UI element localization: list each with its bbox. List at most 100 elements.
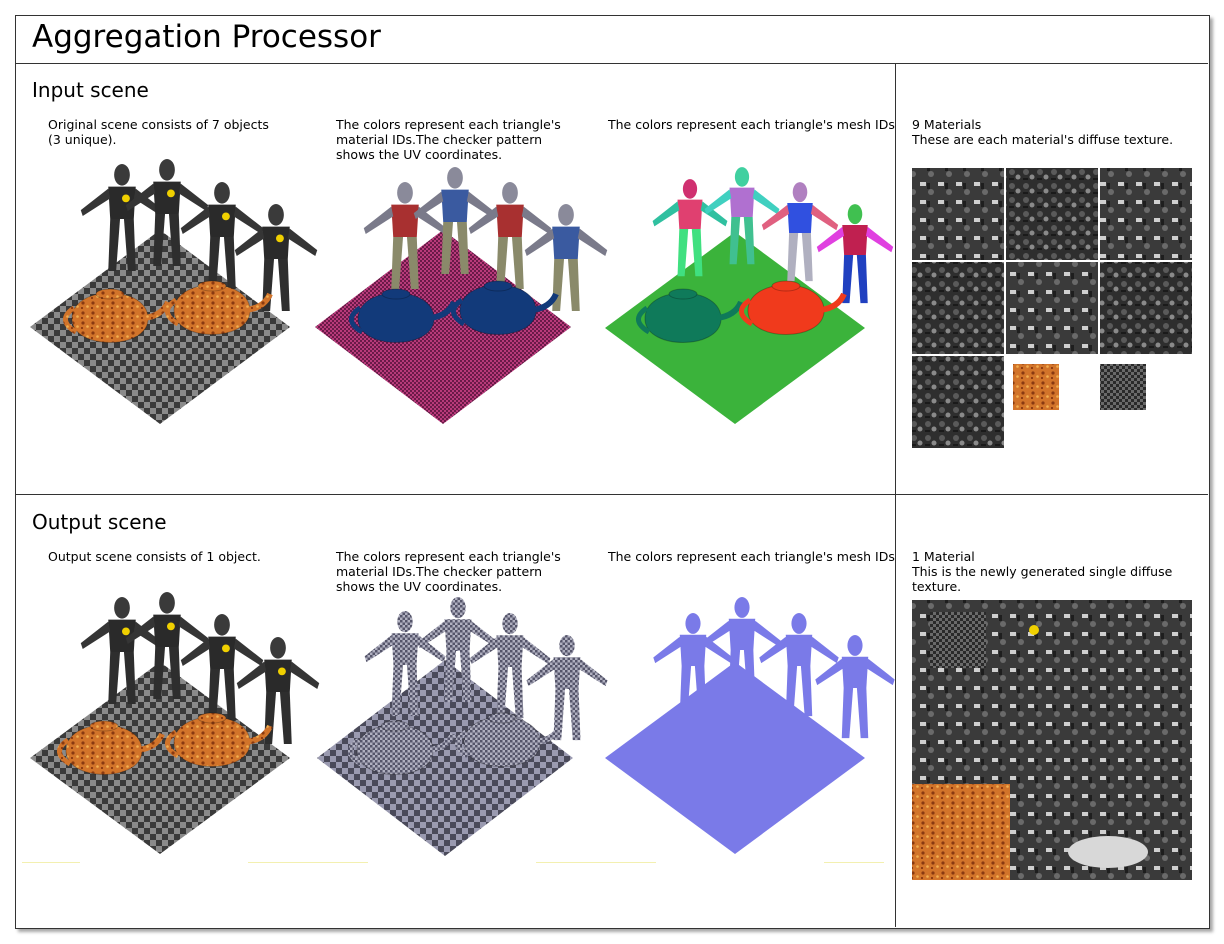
teapot-spout-icon (245, 724, 273, 745)
soldier-arm-icon (178, 616, 209, 645)
soldier-leg-icon (728, 650, 741, 701)
soldier-torso-icon (552, 226, 580, 259)
texture-swatch-icon (1100, 168, 1192, 260)
input-objects-caption: Original scene consists of 7 objects (3 … (48, 117, 269, 147)
soldier-torso-icon (208, 204, 236, 237)
teapot-lid-icon (668, 288, 698, 300)
soldier-torso-icon (264, 659, 292, 692)
soldier-torso-icon (842, 225, 868, 255)
soldier-leg-icon (406, 237, 419, 290)
teapot-handle-icon (165, 297, 180, 327)
soldier-torso-icon (729, 187, 755, 217)
armored-soldier-icon (268, 204, 284, 226)
soldier-torso-icon (728, 618, 756, 650)
teapot-handle-icon (165, 729, 180, 759)
soldier-torso-icon (679, 634, 707, 666)
armored-soldier-icon (450, 597, 466, 619)
soldier-leg-icon (108, 219, 121, 272)
soldier-arm-icon (521, 206, 552, 235)
soldier-torso-icon (153, 181, 181, 214)
teapot-spout-icon (137, 732, 165, 753)
soldier-arm-icon (521, 637, 551, 665)
teapot-handle-icon (739, 297, 754, 327)
soldier-arm-icon (469, 637, 499, 665)
teapot-spout-icon (429, 300, 457, 321)
texture-swatch-icon (912, 262, 1004, 354)
soldier-arm-icon (287, 228, 318, 257)
soldier-arm-icon (816, 226, 845, 253)
soldier-leg-icon (801, 233, 813, 282)
teapot-spout-icon (716, 300, 744, 321)
soldier-light-icon (278, 667, 286, 676)
texture-swatch-icon (1013, 364, 1059, 410)
armored-soldier-icon (214, 614, 230, 636)
soldier-leg-icon (168, 214, 181, 267)
soldier-leg-icon (153, 214, 166, 267)
teapot-handle-icon (636, 305, 651, 335)
soldier-arm-icon (364, 635, 394, 663)
armored-soldier-icon (502, 613, 518, 635)
soldier-arm-icon (866, 658, 895, 686)
soldier-arm-icon (704, 636, 733, 664)
soldier-torso-icon (153, 614, 181, 647)
checker-ground-icon (317, 660, 573, 856)
section-divider (16, 494, 1208, 495)
teapot-lid-icon (380, 720, 410, 732)
teapot-handle-icon (349, 305, 364, 335)
armored-soldier-icon (685, 613, 701, 634)
soldier-leg-icon (153, 647, 166, 700)
soldier-torso-icon (108, 186, 136, 219)
soldier-leg-icon (679, 666, 692, 717)
texture-swatch-icon (912, 168, 1004, 260)
armored-soldier-icon (502, 182, 518, 204)
page-title: Aggregation Processor (32, 19, 381, 55)
soldier-leg-icon (441, 222, 454, 275)
soldier-arm-icon (233, 638, 264, 667)
soldier-torso-icon (496, 635, 524, 667)
soldier-leg-icon (223, 669, 236, 722)
teapot-spout-icon (245, 292, 273, 313)
soldier-leg-icon (691, 229, 703, 277)
soldier-light-icon (167, 189, 175, 198)
soldier-arm-icon (761, 204, 790, 231)
output-objects-caption: Output scene consists of 1 object. (48, 549, 261, 564)
soldier-torso-icon (391, 633, 419, 665)
soldier-leg-icon (496, 667, 509, 719)
checker-ground-icon (30, 662, 290, 854)
texture-swatch-icon (1006, 262, 1098, 354)
soldier-arm-icon (759, 636, 788, 664)
soldier-arm-icon (652, 201, 680, 227)
teapot-lid-icon (483, 280, 513, 292)
teapot-icon (644, 292, 722, 343)
teapot-icon (463, 716, 541, 767)
soldier-leg-icon (406, 665, 419, 717)
soldier-arm-icon (417, 621, 447, 649)
soldier-leg-icon (694, 666, 707, 717)
soldier-torso-icon (841, 656, 869, 688)
teapot-spout-icon (819, 292, 847, 313)
soldier-arm-icon (526, 659, 556, 687)
soldier-torso-icon (441, 189, 469, 222)
teapot-lid-icon (89, 720, 119, 732)
soldier-leg-icon (208, 669, 221, 722)
soldier-arm-icon (752, 189, 780, 215)
teapot-spout-icon (535, 724, 563, 745)
soldier-leg-icon (459, 651, 472, 703)
soldier-leg-icon (787, 233, 799, 282)
armored-soldier-icon (734, 167, 750, 187)
soldier-leg-icon (856, 255, 868, 304)
soldier-arm-icon (865, 226, 894, 253)
soldier-leg-icon (123, 219, 136, 272)
title-divider (16, 63, 1208, 64)
armored-soldier-icon (159, 159, 175, 181)
soldier-leg-icon (729, 217, 741, 265)
checker-ground-icon (605, 232, 865, 424)
teapot-spout-icon (428, 732, 456, 753)
armored-soldier-icon (270, 637, 286, 659)
soldier-light-icon (276, 234, 284, 243)
soldier-arm-icon (363, 206, 394, 235)
soldier-leg-icon (456, 222, 469, 275)
soldier-light-icon (167, 622, 175, 631)
input-materials-caption: These are each material's diffuse textur… (912, 132, 1174, 147)
soldier-arm-icon (236, 661, 267, 690)
